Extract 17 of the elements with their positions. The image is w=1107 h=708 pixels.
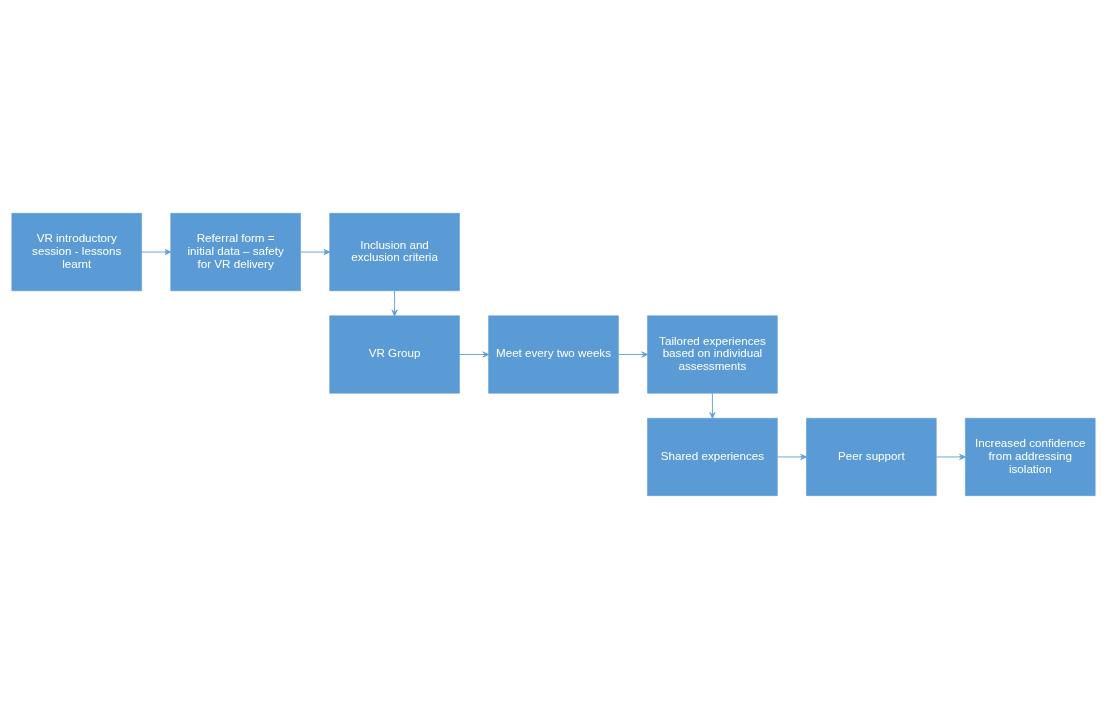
arrow	[618, 350, 648, 358]
arrow	[141, 248, 172, 255]
node-box: Referral form = initial data – safety for VR delivery	[170, 212, 301, 291]
node-box: Shared experiences	[647, 417, 778, 496]
node-box: Inclusion and exclusion criteria	[329, 212, 460, 291]
node-box: Peer support	[806, 417, 937, 496]
arrow	[935, 453, 966, 460]
node-box: Tailored experiences based on individual assessments	[647, 315, 778, 393]
arrow	[459, 350, 489, 358]
arrow	[709, 392, 716, 419]
node-box: Meet every two weeks	[488, 315, 619, 393]
node-box: Increased confidence from addressing isolation	[965, 417, 1096, 496]
arrow	[777, 453, 807, 460]
arrow	[300, 248, 331, 255]
arrow	[391, 290, 398, 316]
node-box: VR Group	[329, 315, 460, 393]
node-box: VR introductory session - lessons learnt	[11, 212, 142, 291]
